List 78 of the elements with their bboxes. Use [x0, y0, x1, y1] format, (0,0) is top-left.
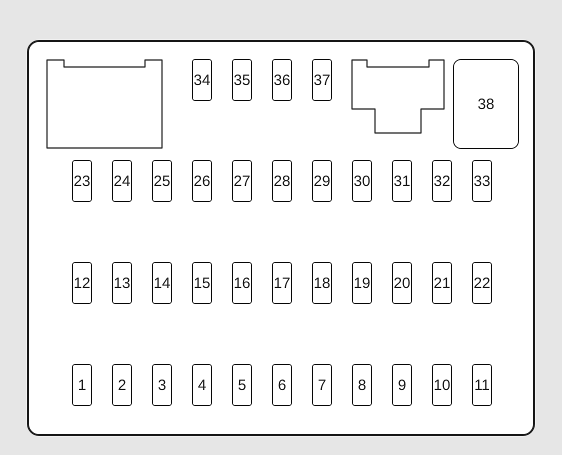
fuse-number: 4 [198, 376, 206, 394]
fuse-slot [232, 160, 252, 202]
fuse-number: 31 [394, 172, 410, 190]
fuse-number: 8 [358, 376, 366, 394]
fuse-number: 27 [234, 172, 250, 190]
fuse-slot [152, 262, 172, 304]
fuse-number: 18 [314, 274, 330, 292]
fuse-number: 2 [118, 376, 126, 394]
fuse-number: 28 [274, 172, 290, 190]
fuse-number: 9 [398, 376, 406, 394]
fuse-slot [392, 262, 412, 304]
fuse-slot [232, 364, 252, 406]
fuse-number: 17 [274, 274, 290, 292]
fuse-number: 14 [154, 274, 170, 292]
relay-slot [46, 59, 163, 149]
fuse-number: 20 [394, 274, 410, 292]
fuse-number: 13 [114, 274, 130, 292]
fuse-slot [232, 262, 252, 304]
fuse-slot [272, 364, 292, 406]
fuse-number: 3 [158, 376, 166, 394]
fuse-number: 22 [474, 274, 490, 292]
fuse-number: 34 [194, 72, 210, 88]
fuse-slot [312, 364, 332, 406]
fuse-number: 32 [434, 172, 450, 190]
fuse-slot [432, 160, 452, 202]
fuse-slot [152, 364, 172, 406]
fuse-slot [312, 160, 332, 202]
fuse-slot [272, 160, 292, 202]
fuse-slot [112, 364, 132, 406]
fuse-number: 38 [478, 96, 494, 112]
fuse-number: 16 [234, 274, 250, 292]
fuse-number: 36 [274, 72, 290, 88]
fuse-slot [432, 262, 452, 304]
fuse-slot [352, 160, 372, 202]
fuse-slot [352, 364, 372, 406]
relay-slot [351, 59, 445, 134]
fuse-number: 21 [434, 274, 450, 292]
fuse-number: 37 [314, 72, 330, 88]
fuse-number: 11 [474, 376, 490, 394]
fuse-slot [472, 160, 492, 202]
fuse-slot [152, 160, 172, 202]
fuse-number: 30 [354, 172, 370, 190]
fuse-slot [392, 160, 412, 202]
fuse-number: 35 [234, 72, 250, 88]
relay-slot [453, 59, 519, 149]
fuse-number: 24 [114, 172, 130, 190]
fuse-number: 26 [194, 172, 210, 190]
fuse-slot [72, 262, 92, 304]
fuse-slot [472, 262, 492, 304]
fuse-number: 6 [278, 376, 286, 394]
fuse-slot [192, 262, 212, 304]
fuse-number: 29 [314, 172, 330, 190]
fuse-slot [432, 364, 452, 406]
fuse-number: 25 [154, 172, 170, 190]
fuse-slot [312, 59, 332, 101]
fuse-slot [112, 160, 132, 202]
fuse-slot [72, 160, 92, 202]
fuse-number: 5 [238, 376, 246, 394]
fuse-slot [312, 262, 332, 304]
fuse-slot [192, 59, 212, 101]
fuse-number: 12 [74, 274, 90, 292]
fuse-number: 23 [74, 172, 90, 190]
fuse-slot [112, 262, 132, 304]
fuse-slot [352, 262, 372, 304]
fuse-slot [192, 364, 212, 406]
fuse-slot [232, 59, 252, 101]
fuse-number: 10 [434, 376, 450, 394]
fuse-number: 19 [354, 274, 370, 292]
fuse-slot [472, 364, 492, 406]
fuse-number: 15 [194, 274, 210, 292]
fuse-slot [72, 364, 92, 406]
fuse-slot [272, 59, 292, 101]
fuse-slot [272, 262, 292, 304]
fuse-number: 1 [78, 376, 86, 394]
fuse-number: 7 [318, 376, 326, 394]
fuse-slot [392, 364, 412, 406]
fuse-number: 33 [474, 172, 490, 190]
fuse-slot [192, 160, 212, 202]
